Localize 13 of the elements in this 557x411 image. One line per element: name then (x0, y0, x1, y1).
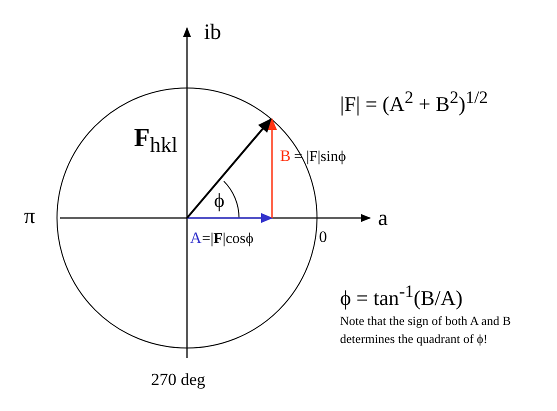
component-label: B (280, 148, 291, 166)
component-formula: =|F|cosϕ (202, 231, 254, 248)
axis-label: 0 (319, 229, 327, 247)
angle-label: ϕ (214, 190, 225, 212)
axis-label: a (378, 206, 388, 230)
axis-label: 270 deg (151, 371, 206, 390)
component-label: A (190, 230, 202, 248)
axis-label: ib (204, 20, 222, 44)
axis-label: π (24, 204, 36, 228)
magnitude-formula: |F| = (A$^{2}$ + B$^{2}$)$^{1/2}$ (340, 88, 488, 116)
note-text: Note that the sign of both A and B determines the quadrant of ϕ! (340, 313, 512, 348)
phase-formula: ϕ = tan$^{-1}$(B/A) (340, 282, 463, 310)
vector-label: F$_{hkl}$ (134, 124, 178, 158)
